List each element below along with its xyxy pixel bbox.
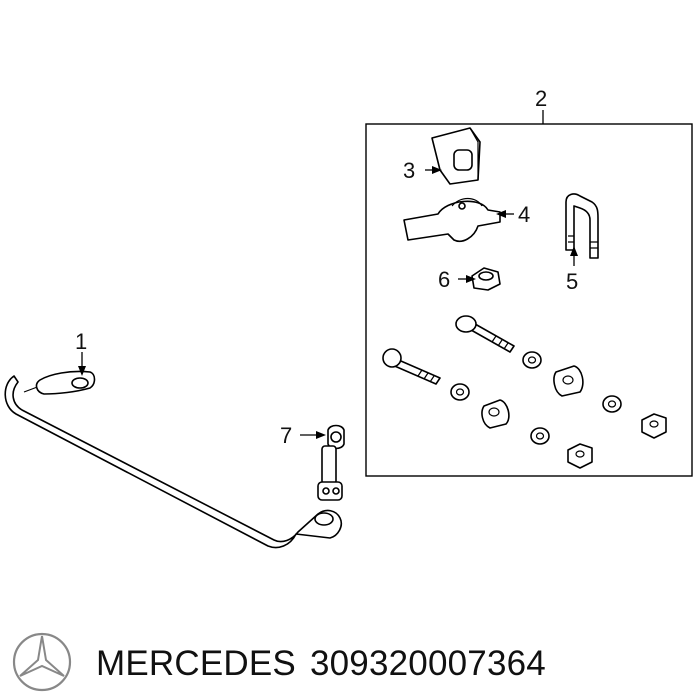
hardware-pieces <box>450 351 667 469</box>
nut <box>471 267 501 291</box>
callout-1: 1 <box>75 329 87 354</box>
bolt-upper <box>455 315 515 353</box>
callout-3: 3 <box>403 158 415 183</box>
callout-5: 5 <box>566 269 578 294</box>
stabilizer-link <box>317 424 345 501</box>
u-bolt <box>565 193 599 259</box>
callout-6: 6 <box>438 267 450 292</box>
part-number: 309320007364 <box>309 644 546 683</box>
kit-box <box>365 123 693 477</box>
bushing <box>431 127 481 185</box>
bar-eye-right <box>314 512 334 526</box>
footer-caption: MERCEDES 309320007364 <box>96 644 560 684</box>
brand-name: MERCEDES <box>96 644 296 683</box>
bolt-lower <box>382 348 441 385</box>
mercedes-logo-icon <box>12 632 72 692</box>
callout-7: 7 <box>280 423 292 448</box>
callout-4: 4 <box>518 202 530 227</box>
stabilizer-bar <box>4 370 343 549</box>
callout-2: 2 <box>535 86 547 111</box>
bracket <box>403 197 501 242</box>
bar-eye-left <box>71 377 89 389</box>
